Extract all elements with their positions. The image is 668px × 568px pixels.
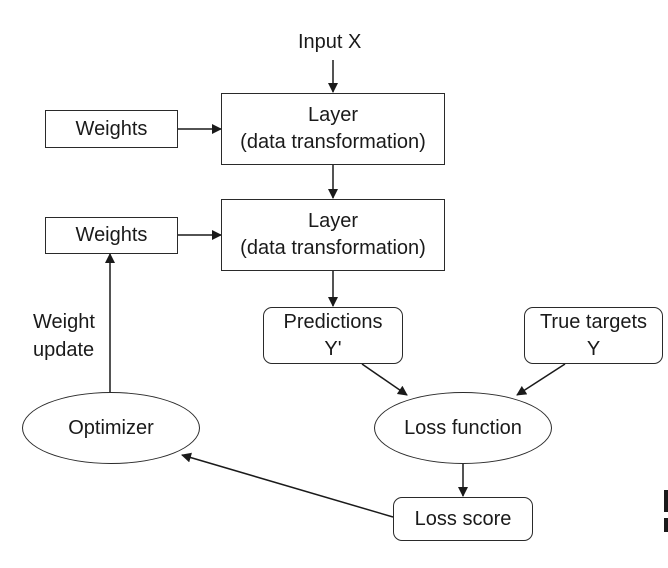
layer2-title: Layer bbox=[307, 210, 359, 232]
optimizer-label: Optimizer bbox=[68, 416, 154, 439]
true-targets-title: True targets bbox=[539, 310, 648, 333]
true-targets-symbol: Y bbox=[586, 337, 601, 360]
optimizer-ellipse: Optimizer bbox=[22, 392, 200, 464]
predictions-title: Predictions bbox=[283, 310, 383, 333]
weight-update-line1: Weight bbox=[33, 311, 95, 333]
layer2-subtitle: (data transformation) bbox=[240, 237, 426, 259]
arrow-predictions-to-loss bbox=[361, 363, 408, 396]
loss-score-box: Loss score bbox=[393, 497, 533, 541]
loss-function-ellipse: Loss function bbox=[374, 392, 552, 464]
weight-update-label: Weight update bbox=[33, 308, 95, 364]
layer1-subtitle: (data transformation) bbox=[240, 131, 426, 153]
layer1-title: Layer bbox=[307, 104, 359, 126]
loss-function-label: Loss function bbox=[404, 416, 522, 439]
layer-box-2: Layer (data transformation) bbox=[221, 199, 445, 271]
weights-box-2: Weights bbox=[45, 217, 178, 254]
true-targets-box: True targets Y bbox=[524, 307, 663, 364]
edge-mark-2 bbox=[664, 518, 668, 532]
weights-label-2: Weights bbox=[75, 224, 148, 246]
predictions-symbol: Y' bbox=[324, 337, 342, 360]
arrow-score-to-optimizer bbox=[181, 452, 394, 518]
layer-box-1: Layer (data transformation) bbox=[221, 93, 445, 165]
arrow-targets-to-loss bbox=[516, 363, 566, 396]
weights-label-1: Weights bbox=[75, 117, 148, 140]
weights-box-1: Weights bbox=[45, 110, 178, 148]
predictions-box: Predictions Y' bbox=[263, 307, 403, 364]
edge-mark-1 bbox=[664, 490, 668, 512]
loss-score-label: Loss score bbox=[414, 507, 512, 530]
input-label: Input X bbox=[298, 31, 362, 53]
weight-update-line2: update bbox=[33, 339, 95, 361]
